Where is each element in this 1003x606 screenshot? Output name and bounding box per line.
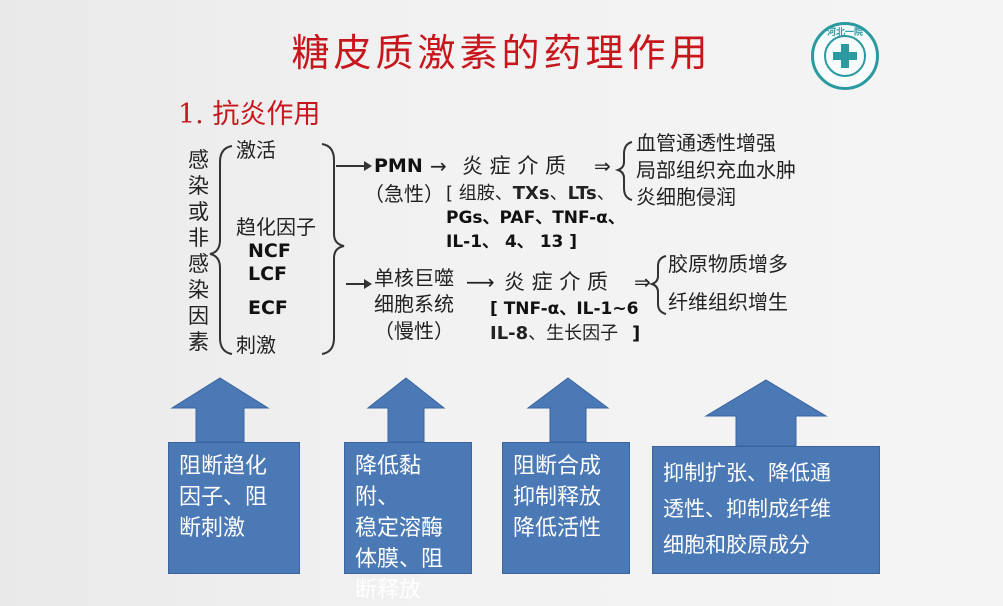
up-arrow-head-3 [526,377,610,443]
vertical-label-char: 或 [188,200,209,224]
acute-mediator-list-2: PGs、PAF、TNF-α、 [446,208,625,228]
action-box-2: 降低黏附、 稳定溶酶 体膜、阻 断释放 [344,442,472,603]
activation-label: 激活 [236,138,276,162]
ncf-label: NCF [248,240,291,262]
acute-effect-2: 局部组织充血水肿 [636,158,796,182]
mediator-txs: TXs [512,183,550,204]
acute-implies-arrow: ⇒ [594,154,611,178]
action-box-4: 抑制扩张、降低通 透性、抑制成纤维 细胞和胶原成分 [652,446,880,574]
action-box-3: 阻断合成 抑制释放 降低活性 [502,442,630,574]
mediator-list-open: [ 组胺、 [446,183,513,204]
logo-text: 河北一院 [826,28,863,38]
vertical-label-char: 染 [188,174,209,198]
chronic-arrow: ⟶ [466,270,495,294]
mediator-il8: IL-8 [490,323,529,344]
vertical-label-char: 非 [188,226,209,250]
up-arrow-head-4 [704,379,828,447]
acute-mediator-list-3: IL-1、 4、 13 ] [446,232,578,252]
mediator-sep: 、 [549,183,568,204]
monocyte-label-line1: 单核巨噬 [374,266,454,290]
acute-effects-brace [614,141,633,201]
ecf-label: ECF [248,297,288,319]
stimulus-label: 刺激 [236,333,276,357]
acute-arrow: → [430,154,447,178]
chronic-mode-label: （慢性） [374,319,454,343]
hospital-logo: 河北一院 [811,22,879,90]
chronic-mediator-list-1: [ TNF-α、IL-1~6 [490,299,639,319]
acute-effect-1: 血管通透性增强 [636,131,776,155]
lcf-label: LCF [248,263,288,285]
diagram-connectors [170,141,828,447]
right-brace [321,143,345,355]
up-arrow-head-2 [366,377,446,443]
arrow-head-monocyte [364,279,372,289]
mediator-end: 、 [596,183,615,204]
chronic-effect-1: 胶原物质增多 [668,252,788,276]
section-subtitle: 1. 抗炎作用 [178,99,321,130]
vertical-label-char: 素 [188,330,209,354]
chronic-effects-brace [648,255,667,315]
vertical-label-char: 感 [188,148,209,172]
chronic-mediator-list-2: IL-8、生长因子 [490,325,618,343]
medical-cross-icon [833,44,857,68]
acute-mode-label: （急性） [364,182,444,206]
mediator-growth-factor: 、生长因子 [528,323,619,344]
acute-mediator-label: 炎 症 介 质 [462,154,567,178]
chronic-effect-2: 纤维组织增生 [668,290,788,314]
left-brace [209,145,233,355]
arrow-head-pmn [364,161,372,171]
chronic-mediator-label: 炎 症 介 质 [504,270,609,294]
chemotactic-factor-label: 趋化因子 [236,215,316,239]
action-box-1: 阻断趋化 因子、阻 断刺激 [168,442,300,574]
vertical-label-char: 因 [188,304,209,328]
acute-effect-3: 炎细胞侵润 [636,185,736,209]
vertical-label-char: 感 [188,252,209,276]
up-arrow-head-1 [170,377,270,443]
monocyte-label-line2: 细胞系统 [374,292,454,316]
chronic-mediator-close: ] [632,323,641,344]
pmn-label: PMN [374,155,423,177]
chronic-implies-arrow: ⇒ [634,270,651,294]
logo-inner-ring [824,35,866,77]
vertical-label-char: 染 [188,278,209,302]
page-title: 糖皮质激素的药理作用 [291,31,712,75]
mediator-lts: LTs [567,183,597,204]
acute-mediator-list-1: [ 组胺、TXs、LTs、 [446,185,615,203]
